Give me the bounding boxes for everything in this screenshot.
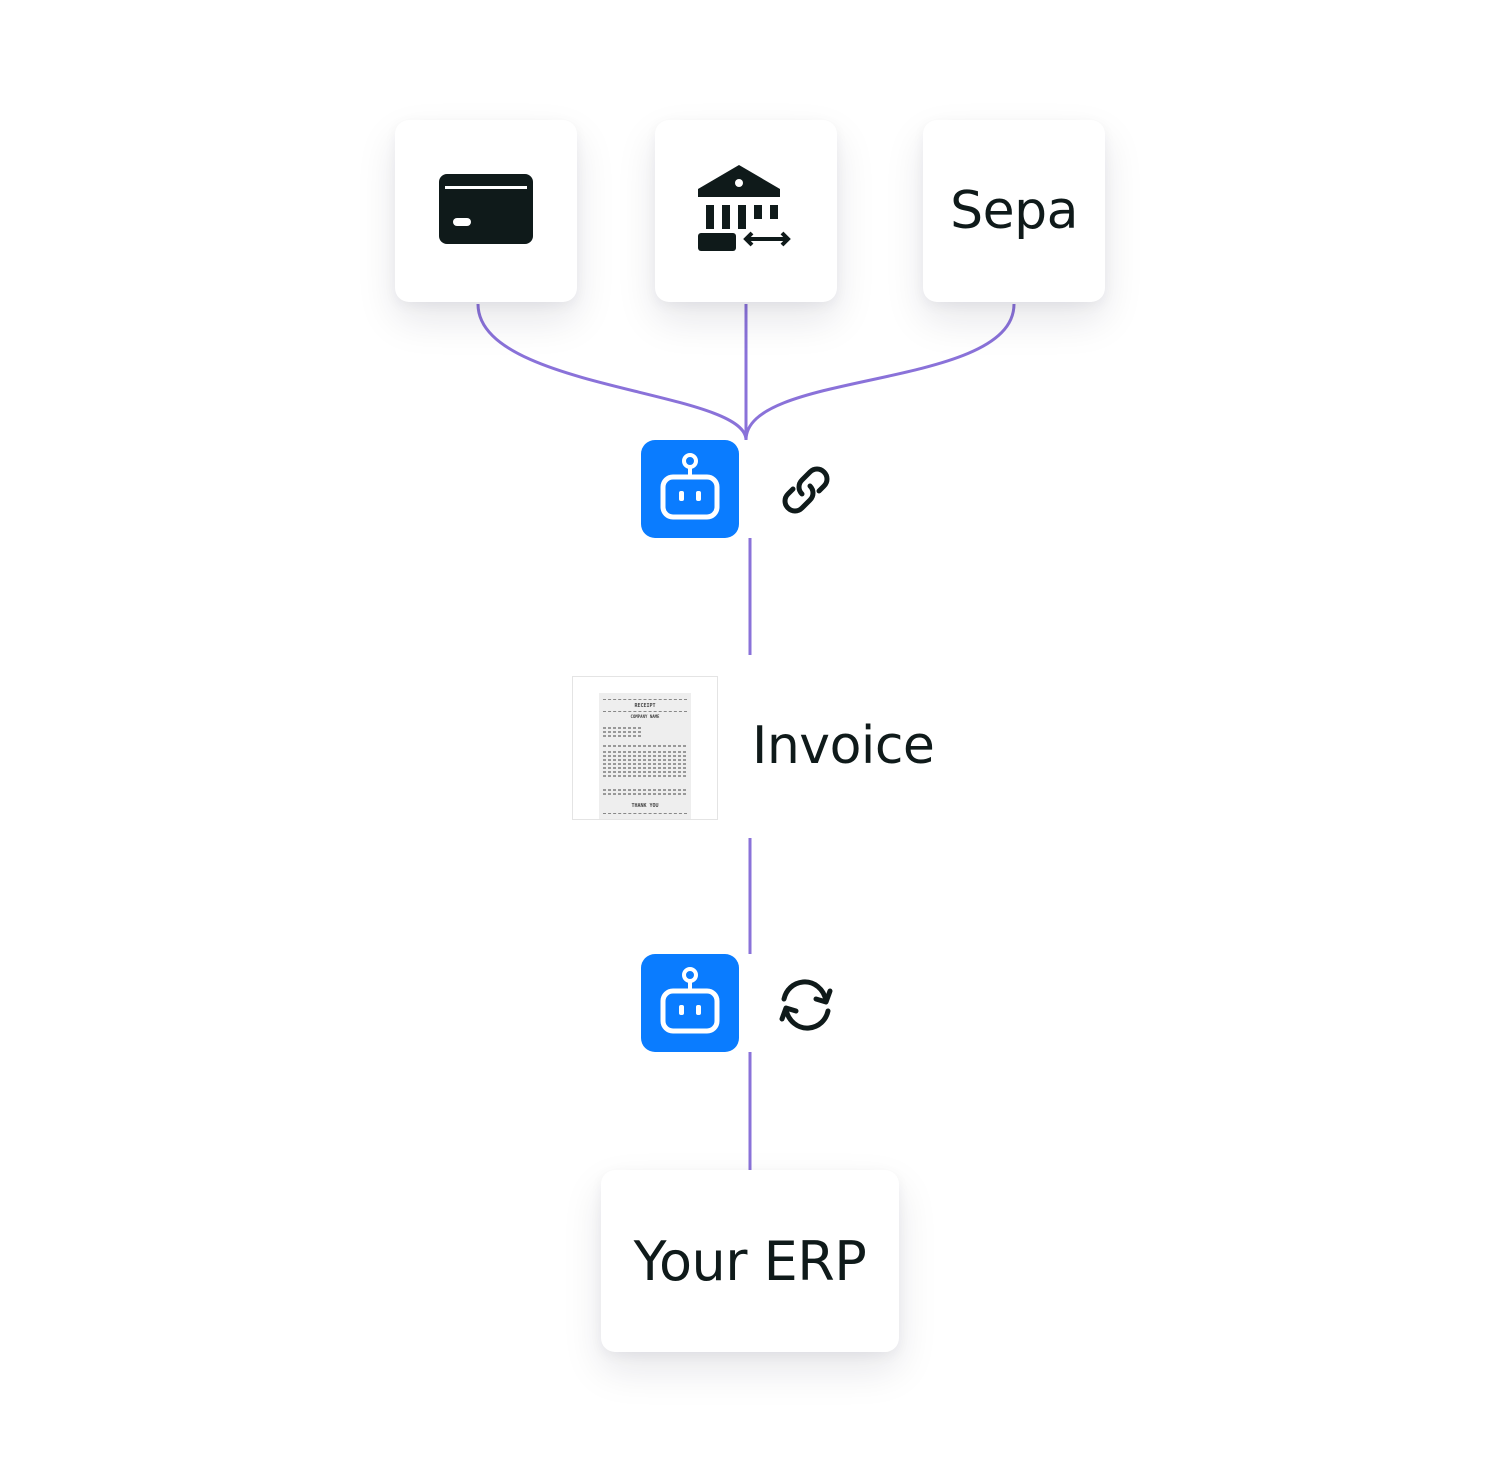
card-source-sepa: Sepa xyxy=(923,120,1105,302)
erp-label: Your ERP xyxy=(633,1229,867,1293)
link-icon xyxy=(778,462,834,522)
invoice-label: Invoice xyxy=(752,716,935,776)
robot-icon xyxy=(659,453,721,525)
credit-card-icon xyxy=(439,174,533,248)
sync-icon xyxy=(776,975,836,1039)
connector-sepa xyxy=(744,303,1016,441)
receipt-footer: THANK YOU xyxy=(631,803,659,809)
card-source-card xyxy=(395,120,577,302)
card-destination-erp: Your ERP xyxy=(601,1170,899,1352)
robot-icon xyxy=(659,967,721,1039)
bank-transfer-icon xyxy=(696,163,796,259)
connector-card xyxy=(476,303,748,441)
receipt-image: RECEIPT COMPANY NAME THANK YOU xyxy=(599,693,691,819)
agent-robot-badge-sync xyxy=(641,954,739,1052)
sepa-label: Sepa xyxy=(950,181,1078,241)
receipt-title: RECEIPT xyxy=(634,703,656,709)
invoice-thumbnail: RECEIPT COMPANY NAME THANK YOU xyxy=(572,676,718,820)
receipt-company: COMPANY NAME xyxy=(630,714,660,719)
card-source-bank xyxy=(655,120,837,302)
agent-robot-badge-link xyxy=(641,440,739,538)
